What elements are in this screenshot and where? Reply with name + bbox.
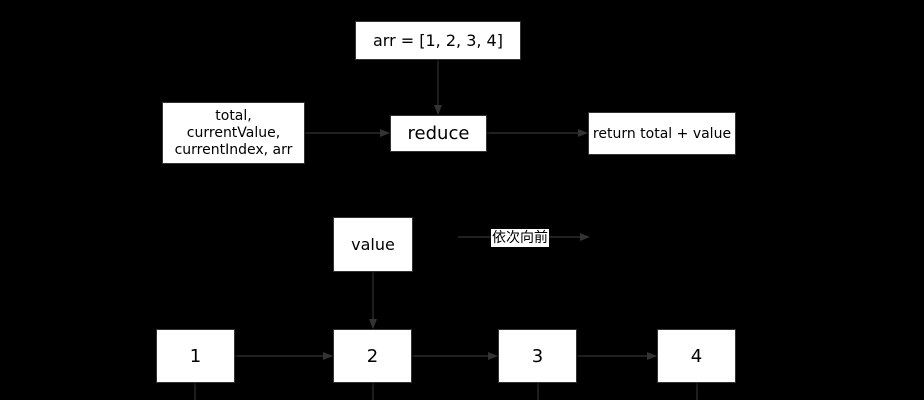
- array-item-2: 2: [333, 329, 412, 383]
- return-node: return total + value: [588, 112, 736, 155]
- array-item-3: 3: [498, 329, 577, 383]
- direction-caption: 依次向前: [491, 229, 549, 247]
- value-node: value: [333, 217, 413, 272]
- reduce-node: reduce: [390, 115, 487, 152]
- array-node: arr = [1, 2, 3, 4]: [355, 21, 521, 60]
- array-item-4: 4: [657, 329, 736, 383]
- array-item-1: 1: [156, 329, 235, 383]
- params-node: total, currentValue, currentIndex, arr: [162, 102, 305, 164]
